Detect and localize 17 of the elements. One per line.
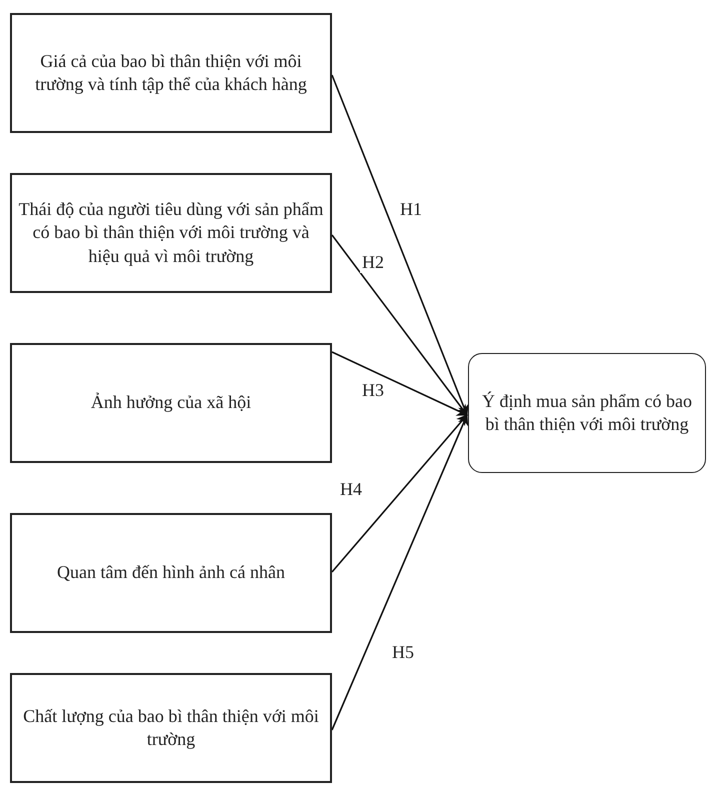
factor-box [10,173,332,293]
node-text: Thái độ của người tiêu dùng với sản phẩm có bao bì thân thiện với môi trường và hiệu quả vì môi trường [18,198,324,268]
outcome-box [468,353,706,473]
arrow [331,414,468,573]
node-text: Ý định mua sản phẩm có bao bì thân thiện với môi trường [481,390,693,436]
node-text: Quan tâm đến hình ảnh cá nhân [57,561,285,584]
node-text: Ảnh hưởng của xã hội [90,391,252,414]
node-text: Giá cả của bao bì thân thiện với môi trường và tính tập thể của khách hàng [34,50,308,96]
arrow [331,414,468,730]
arrow [332,351,468,416]
edge-label: H2 [360,253,386,273]
factor-box [10,513,332,633]
factor-box [10,673,332,783]
node-text: Chất lượng của bao bì thân thiện với môi trường [22,704,320,751]
factor-box [10,343,332,463]
arrow [331,74,468,416]
factor-box [10,13,332,133]
